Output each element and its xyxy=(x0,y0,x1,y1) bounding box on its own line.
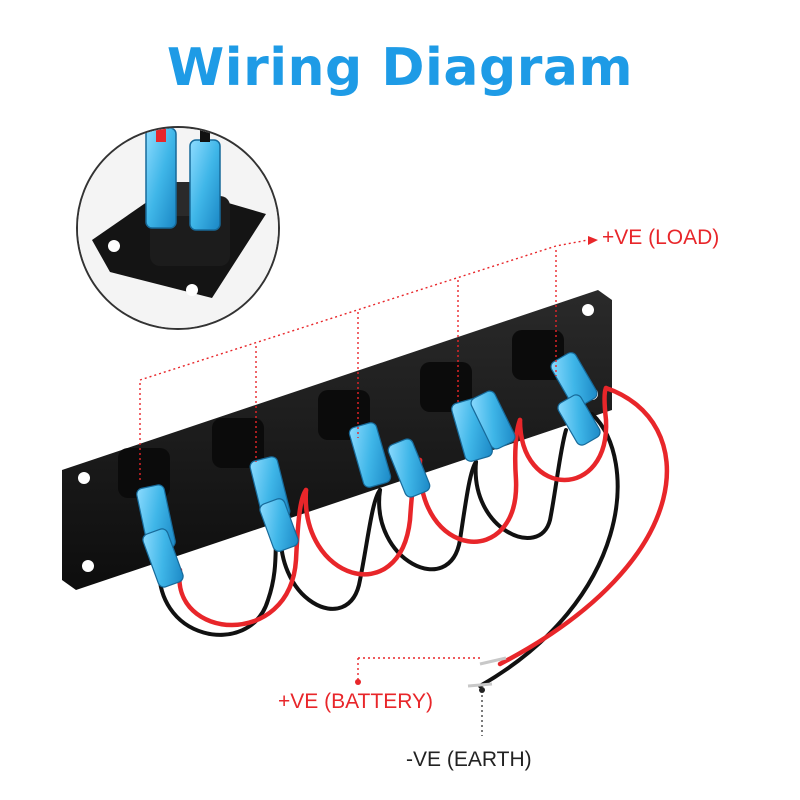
inset-closeup xyxy=(76,126,280,330)
switch-body xyxy=(420,362,472,412)
battery-wire-tip xyxy=(479,656,507,666)
battery-point xyxy=(355,679,361,685)
battery-label: +VE (BATTERY) xyxy=(278,690,434,713)
spade-connector xyxy=(387,438,431,498)
spade-connectors xyxy=(136,352,601,588)
spade-connector xyxy=(142,528,184,588)
spade-connector xyxy=(259,498,299,552)
earth-label: -VE (EARTH) xyxy=(406,748,532,771)
earth-wire-tip xyxy=(467,682,493,688)
earth-point xyxy=(479,687,485,693)
mount-hole xyxy=(582,304,594,316)
load-callout-lines xyxy=(139,239,589,682)
diagram-title: Wiring Diagram xyxy=(166,38,634,98)
switch-body xyxy=(212,418,264,468)
mount-hole xyxy=(82,560,94,572)
switches xyxy=(118,330,564,498)
spade-connector xyxy=(557,394,601,446)
spade-connector xyxy=(470,390,516,450)
spade-connector xyxy=(550,352,598,408)
load-label: +VE (LOAD) xyxy=(602,226,720,249)
spade-connector xyxy=(348,422,392,488)
load-arrow xyxy=(588,236,598,245)
mount-hole xyxy=(78,472,90,484)
